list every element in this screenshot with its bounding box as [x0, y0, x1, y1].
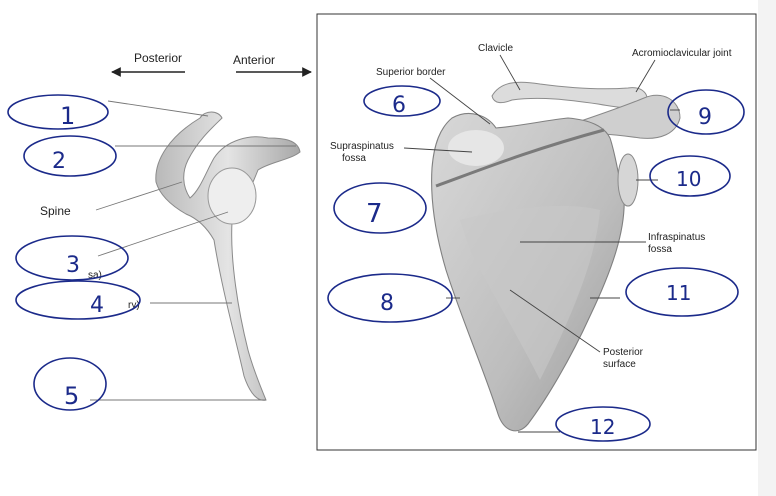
acromioclavicular-joint-label: Acromioclavicular joint [632, 48, 732, 59]
handwritten-5: 5 [64, 382, 79, 410]
handwritten-9: 9 [698, 105, 712, 130]
handwritten-10: 10 [676, 167, 701, 191]
scapular-spine [435, 128, 605, 188]
pointer-lines-right [403, 54, 680, 433]
supraspinatus-fossa [448, 130, 504, 166]
page-edge [758, 0, 776, 496]
handwritten-8: 8 [380, 291, 394, 316]
pointer-1 [107, 100, 209, 117]
handwritten-4: 4 [90, 293, 104, 318]
infraspinatus-label-2: fossa [648, 244, 672, 255]
handwritten-11: 11 [666, 281, 691, 305]
left-figure: Posterior Anterior Spine sa) ry) 1 2 3 4… [7, 51, 312, 411]
posterior-surface-label-1: Posterior [603, 347, 644, 358]
posterior-surface-label-2: surface [603, 359, 636, 370]
superior-border-label: Superior border [376, 67, 446, 78]
handwritten-12: 12 [590, 415, 615, 439]
handwritten-3: 3 [66, 253, 80, 278]
handwritten-6: 6 [392, 93, 406, 118]
handwritten-2: 2 [52, 149, 66, 174]
clavicle-label: Clavicle [478, 43, 513, 54]
supraspinatus-label-1: Supraspinatus [330, 141, 394, 152]
lateral-scapula-bone [155, 111, 301, 401]
handwritten-7: 7 [366, 199, 383, 229]
supraspinatus-label-2: fossa [342, 153, 366, 164]
spine-label: Spine [40, 204, 71, 218]
pointer-spine [95, 181, 183, 211]
anterior-label: Anterior [233, 53, 275, 67]
handwritten-1: 1 [60, 102, 75, 130]
handwritten-ovals-right [327, 85, 745, 442]
infraspinatus-fossa-shade [460, 205, 600, 380]
handwritten-ovals-left [7, 94, 141, 411]
posterior-label: Posterior [134, 51, 182, 65]
pointer-3 [97, 211, 229, 257]
partial-label-a: sa) [88, 270, 102, 281]
infraspinatus-label-1: Infraspinatus [648, 232, 705, 243]
partial-label-b: ry) [128, 300, 140, 311]
glenoid-cavity [207, 167, 257, 225]
glenoid [617, 153, 639, 207]
right-figure: Clavicle Acromioclavicular joint Superio… [316, 13, 757, 451]
